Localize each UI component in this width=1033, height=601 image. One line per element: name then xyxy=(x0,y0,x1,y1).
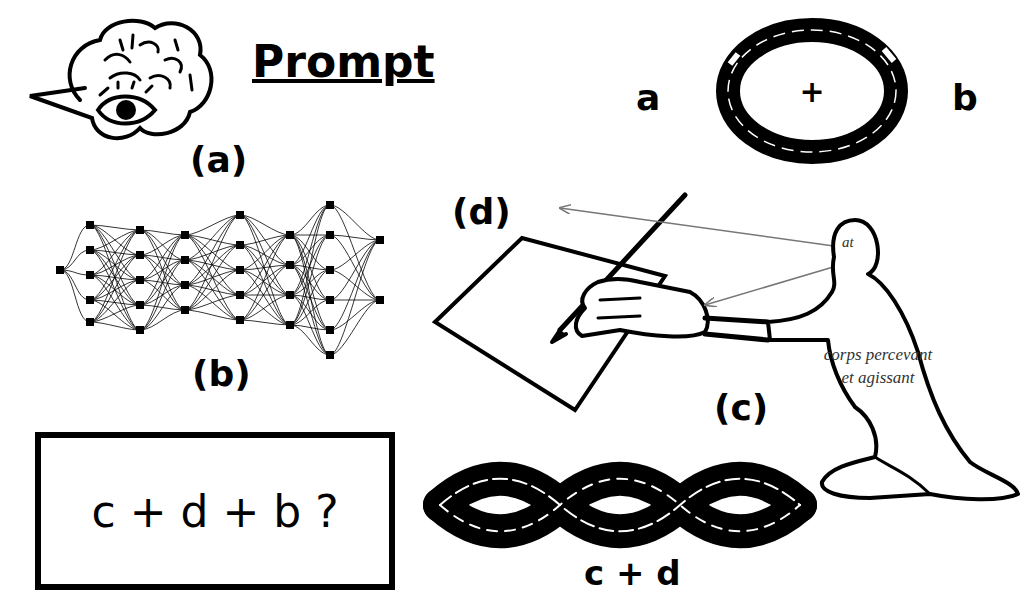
brain-eye xyxy=(30,21,211,138)
hand-with-pen xyxy=(552,195,768,342)
node-text: at xyxy=(842,234,854,251)
braid xyxy=(440,479,800,532)
node-text: + xyxy=(799,74,824,109)
figure-node: at corps percevant et agissant xyxy=(760,212,1025,504)
leader-arrows xyxy=(560,208,850,305)
callout-letter: (b) xyxy=(192,354,251,394)
callout-letter: (c) xyxy=(714,388,768,428)
neural-network xyxy=(56,201,384,359)
callout-letter: (d) xyxy=(452,192,511,232)
question-box: c + d + b ? xyxy=(35,432,395,590)
callout-letter: a xyxy=(636,78,660,118)
node-text: corps percevant et agissant xyxy=(822,344,934,390)
ring-node: + xyxy=(712,14,912,169)
sum-label: c + d xyxy=(584,555,681,592)
callout-letter: (a) xyxy=(190,140,247,180)
title-word: Prompt xyxy=(252,38,435,86)
callout-letter: b xyxy=(952,78,978,118)
node-text: c + d + b ? xyxy=(91,486,338,537)
